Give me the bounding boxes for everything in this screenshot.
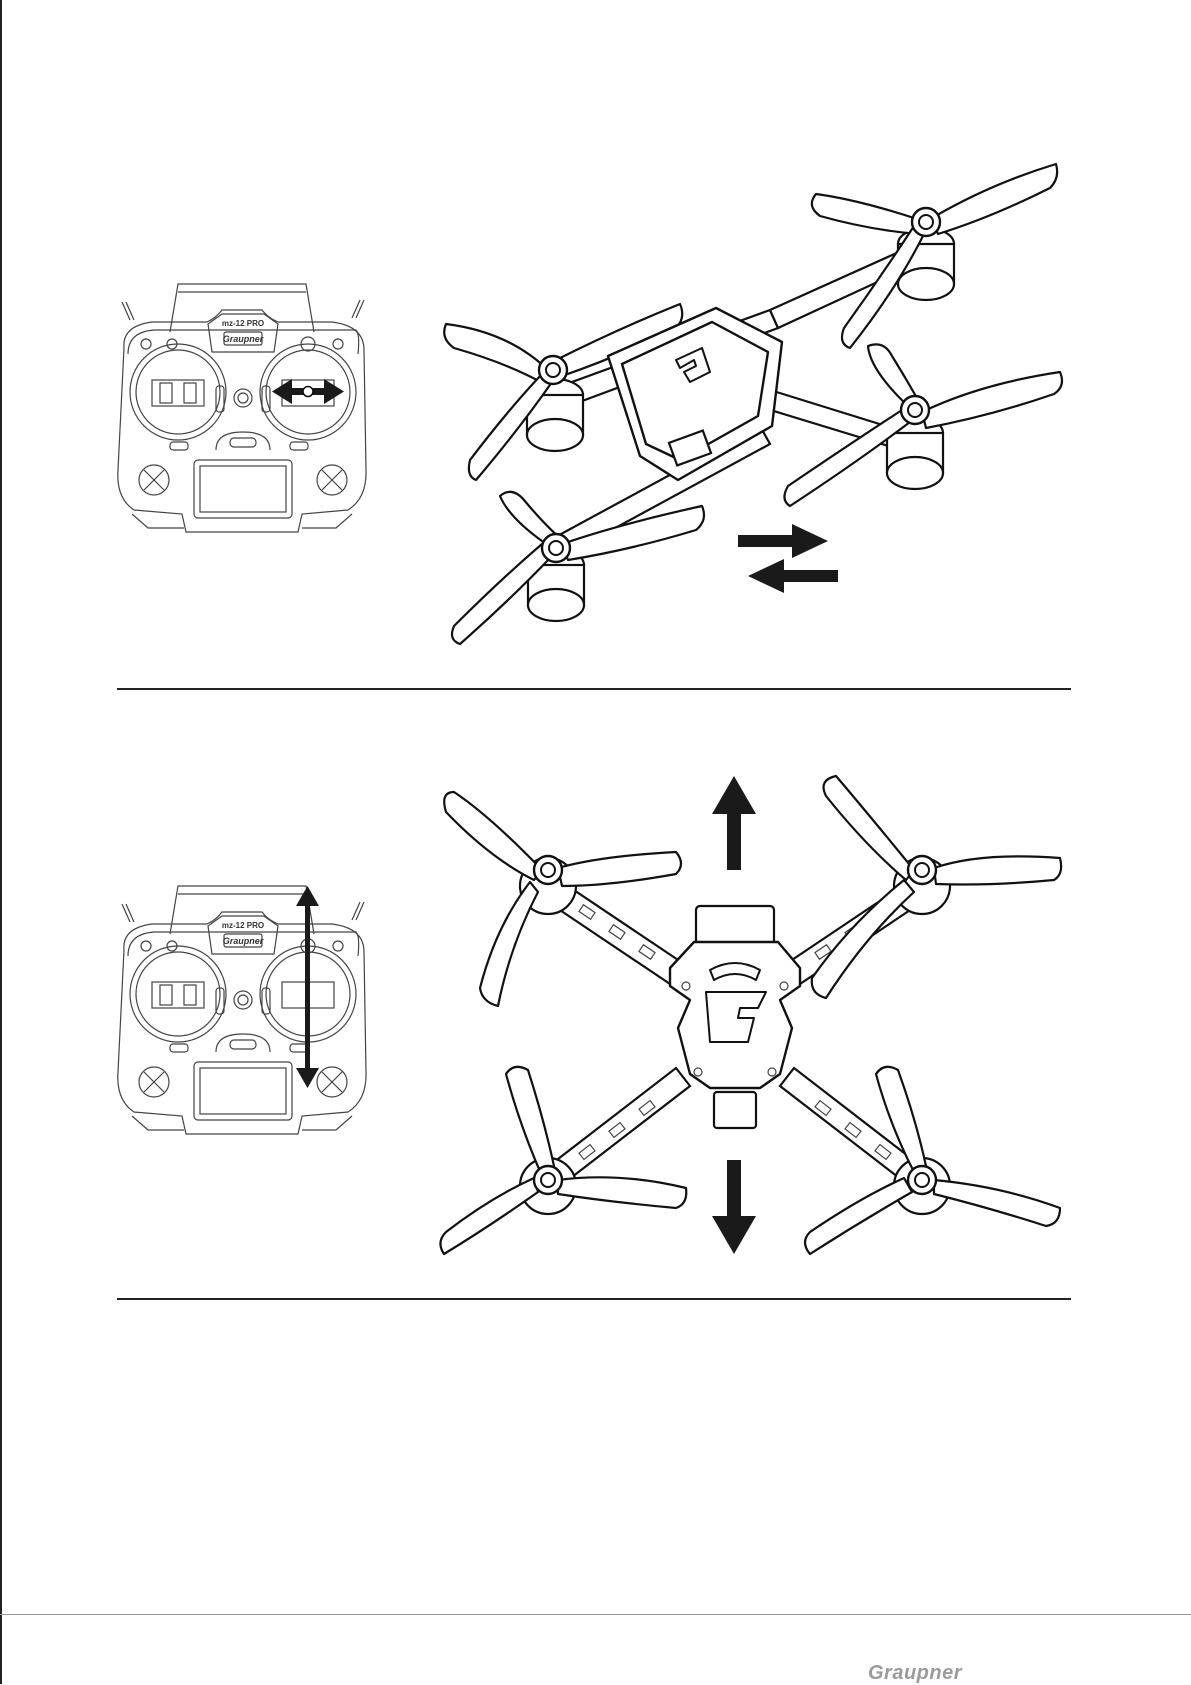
section-divider-2 <box>117 1298 1071 1300</box>
transmitter-brand-label: Graupner <box>223 936 264 946</box>
model-label: mz-12 PRO <box>222 921 264 930</box>
yaw-direction-arrows <box>738 524 838 593</box>
transmitter-brand-label: Graupner <box>223 334 264 344</box>
quadcopter-top-illustration <box>440 756 1060 1276</box>
footer-rule <box>0 1614 1191 1615</box>
section-divider-1 <box>117 688 1071 690</box>
footer-brand-logo: Graupner <box>868 1662 962 1685</box>
transmitter-illustration-1: mz-12 PRO Graupner <box>112 270 392 570</box>
quadcopter-perspective-illustration <box>440 160 1050 680</box>
stick-horizontal-arrow <box>272 379 344 404</box>
stick-vertical-arrow <box>296 886 319 1088</box>
transmitter-illustration-2: mz-12 PRO Graupner <box>112 872 392 1172</box>
model-label: mz-12 PRO <box>222 319 264 328</box>
page-frame-left <box>0 0 2 1684</box>
